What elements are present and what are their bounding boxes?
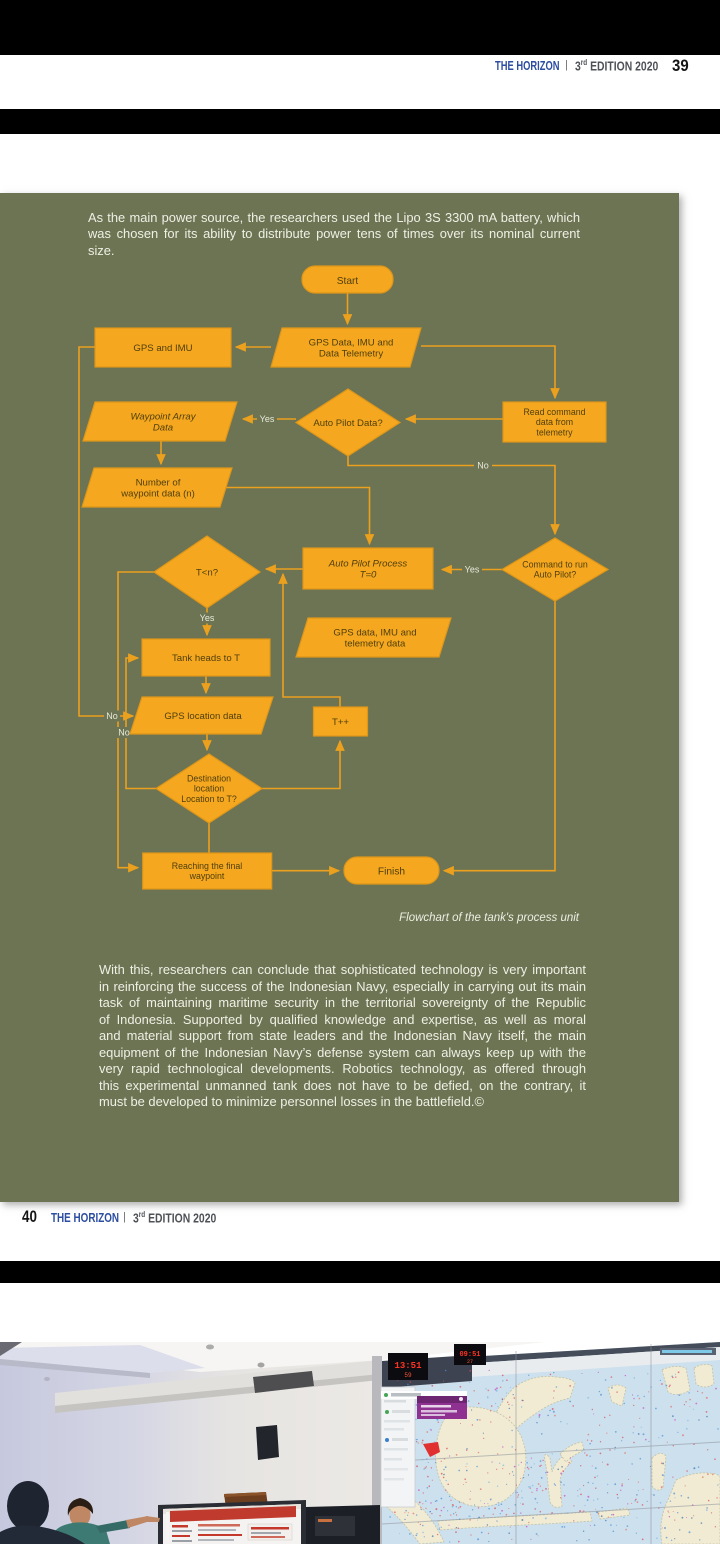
svg-text:59: 59 xyxy=(404,1372,412,1379)
svg-text:No: No xyxy=(477,461,489,471)
svg-text:27: 27 xyxy=(467,1359,473,1365)
svg-text:T++: T++ xyxy=(332,717,349,728)
svg-text:T<n?: T<n? xyxy=(196,567,218,578)
svg-text:09:51: 09:51 xyxy=(459,1351,480,1359)
svg-text:Tank heads to T: Tank heads to T xyxy=(172,653,240,664)
svg-text:GPS location data: GPS location data xyxy=(164,711,242,722)
svg-text:Yes: Yes xyxy=(200,613,215,623)
svg-text:Auto Pilot Data?: Auto Pilot Data? xyxy=(313,418,382,429)
svg-text:Flowchart of the tank's proces: Flowchart of the tank's process unit xyxy=(399,912,580,924)
svg-text:Yes: Yes xyxy=(260,414,275,424)
svg-text:Start: Start xyxy=(337,276,359,287)
svg-text:No: No xyxy=(106,711,118,721)
svg-text:Finish: Finish xyxy=(378,867,405,878)
svg-text:Yes: Yes xyxy=(465,565,480,575)
svg-text:GPS and IMU: GPS and IMU xyxy=(133,343,192,354)
svg-text:No: No xyxy=(118,728,130,738)
svg-text:13:51: 13:51 xyxy=(394,1361,422,1371)
